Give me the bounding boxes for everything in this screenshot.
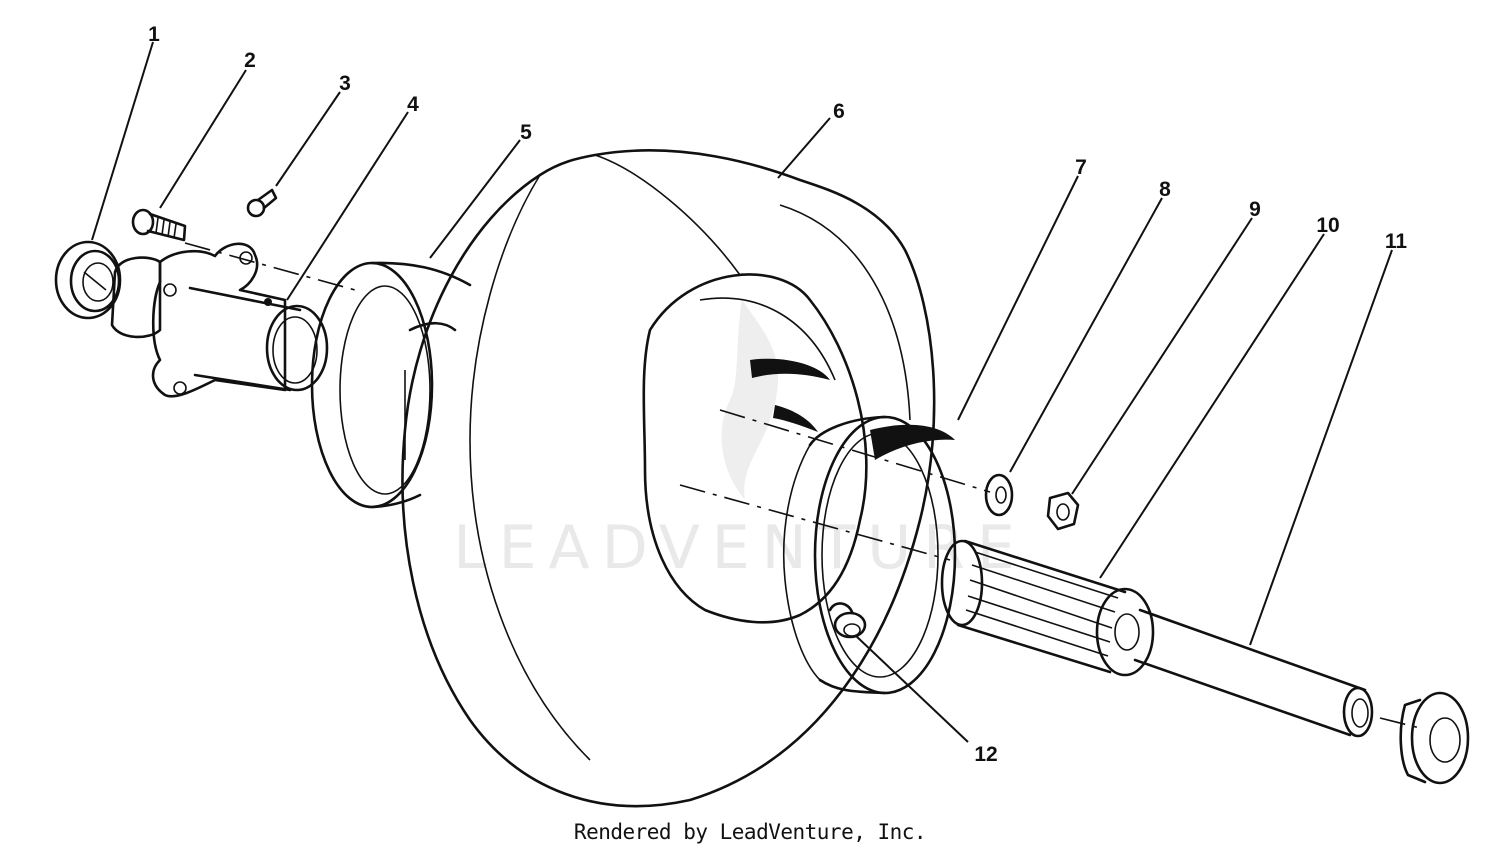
render-credit: Rendered by LeadVenture, Inc.: [573, 820, 927, 844]
callout-12: 12: [974, 743, 997, 766]
callout-5: 5: [520, 121, 532, 144]
callout-2: 2: [244, 49, 256, 72]
callout-1: 1: [148, 23, 160, 46]
part-12-valve-stem: [828, 602, 867, 639]
callout-6: 6: [833, 100, 845, 123]
part-3-grease-fitting: [246, 188, 278, 218]
part-10-roller-bearing: [940, 539, 1155, 677]
leader-lines: [91, 41, 1393, 743]
part-9-nut: [1046, 491, 1080, 531]
part-11-axle-tube: [1133, 608, 1470, 785]
part-2-bolt: [131, 208, 187, 242]
callout-3: 3: [339, 72, 351, 95]
callout-7: 7: [1075, 156, 1087, 179]
callout-4: 4: [407, 93, 419, 116]
watermark-flame-icon: [721, 300, 779, 500]
part-1-bushing: [54, 240, 122, 320]
callout-labels: 1 2 3 4 5 6 7 8 9 10 11 12: [148, 23, 1407, 766]
part-4-hub: [110, 242, 329, 398]
part-7-rim-half: [782, 415, 957, 695]
part-5-rim-half: [310, 261, 472, 509]
callout-10: 10: [1316, 214, 1339, 237]
watermark: LEADVENTURE: [453, 300, 1027, 583]
part-8-washer: [984, 473, 1014, 517]
assembly-axis: [184, 242, 1421, 729]
watermark-text: LEADVENTURE: [453, 513, 1027, 583]
callout-9: 9: [1249, 198, 1261, 221]
callout-11: 11: [1385, 230, 1408, 253]
callout-8: 8: [1159, 178, 1171, 201]
part-6-tire: [401, 149, 936, 808]
